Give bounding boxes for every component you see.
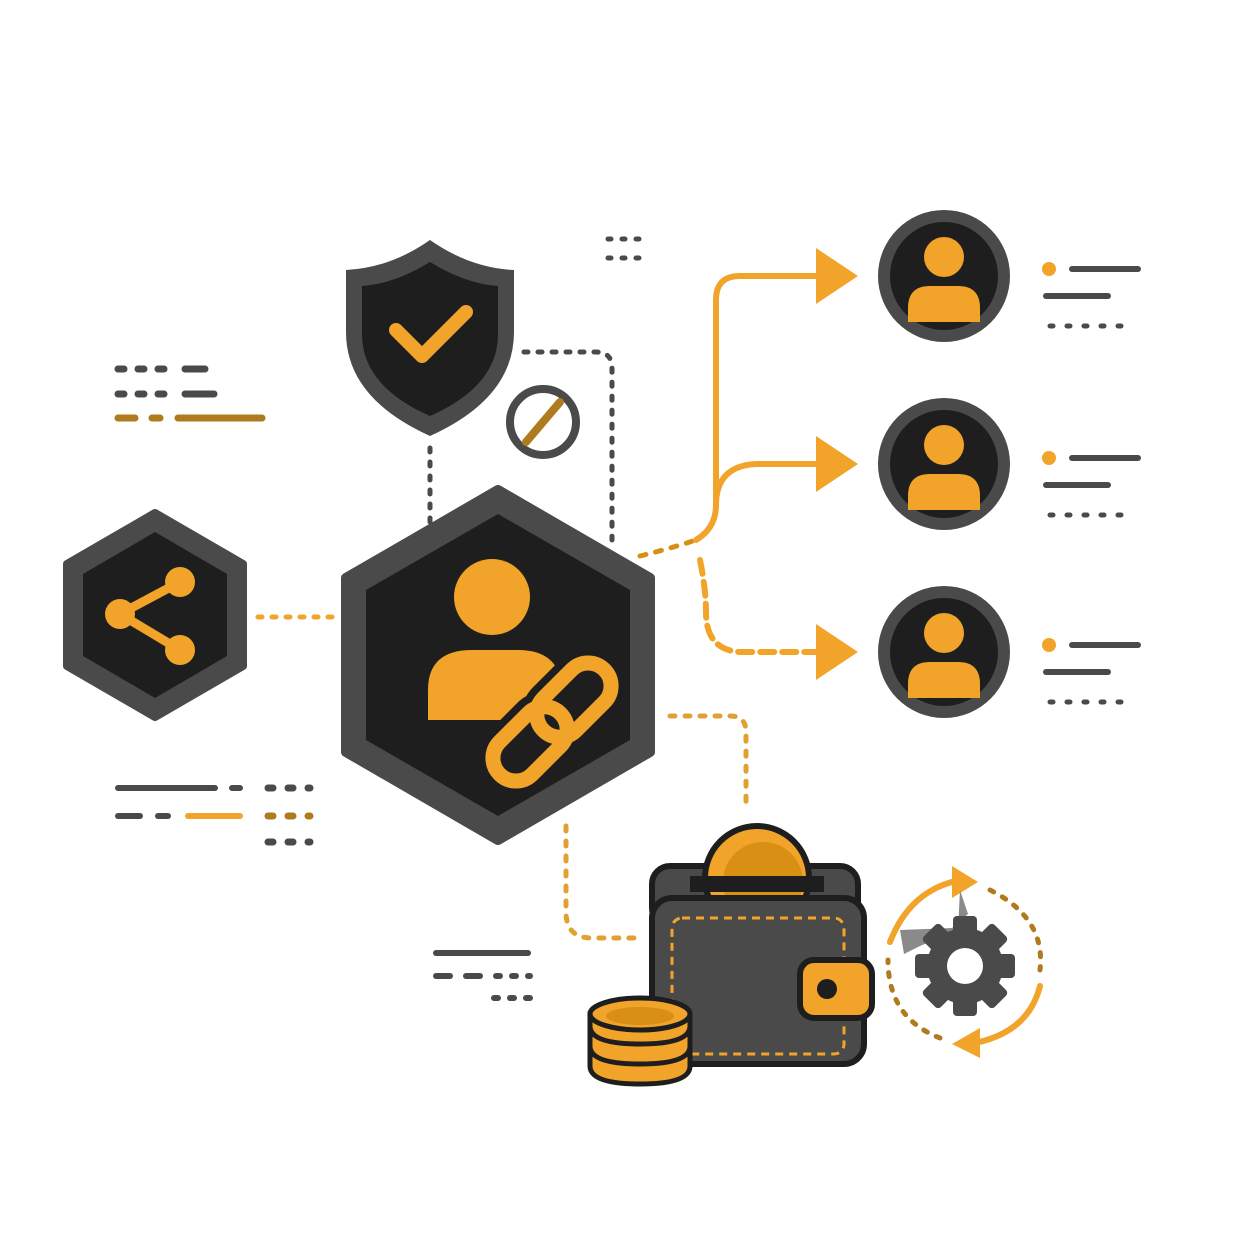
recipient-detail-lines: [1042, 638, 1141, 705]
shield-node: [346, 240, 514, 436]
wallet-node: [649, 823, 875, 1067]
branch-arrows: [693, 273, 823, 655]
prohibited-icon: [522, 398, 564, 446]
decor-lines-top-center: [605, 236, 645, 261]
sync-gear-node: [885, 866, 1044, 1058]
chain-link-icon: [477, 647, 627, 797]
decor-lines-left-top: [114, 365, 266, 422]
gear-icon: [915, 916, 1015, 1016]
recipient-detail-lines: [1042, 451, 1141, 518]
decor-lines-left-bottom: [115, 784, 314, 846]
arrow-heads: [816, 248, 858, 680]
refresh-arrows-icon: [885, 877, 1044, 1047]
recipient-detail-lines: [1042, 262, 1141, 329]
checkmark-icon: [389, 305, 473, 363]
arrow-head-top: [816, 248, 858, 304]
central-user-link-hexagon: [341, 485, 655, 845]
refresh-arrow-head-bottom: [952, 1028, 980, 1058]
recipient-card-3: [878, 586, 1141, 718]
decor-lines-bottom-center: [433, 950, 533, 1001]
recipient-card-2: [878, 398, 1141, 530]
refresh-arrow-head-top: [952, 866, 978, 898]
user-icon: [908, 613, 980, 698]
coin-stack-icon: [587, 995, 693, 1087]
user-icon: [908, 425, 980, 510]
user-icon: [908, 237, 980, 322]
connector-center-to-branch: [637, 537, 699, 559]
arrow-head-bottom: [816, 624, 858, 680]
connector-shield-to-center: [427, 349, 615, 543]
connector-center-to-wallet: [563, 713, 749, 941]
broken-shard: [900, 890, 968, 954]
arrow-head-middle: [816, 436, 858, 492]
share-icon: [105, 567, 195, 665]
blocked-badge: [506, 385, 580, 459]
share-hexagon: [63, 509, 247, 721]
recipient-card-1: [878, 210, 1141, 342]
